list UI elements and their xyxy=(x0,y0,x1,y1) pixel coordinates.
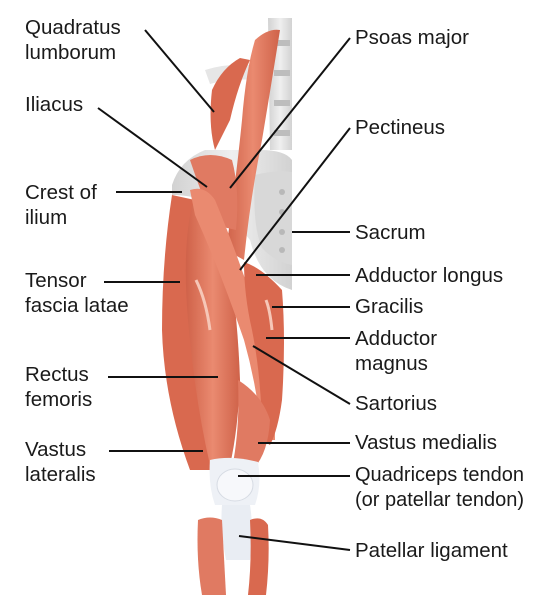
label-vastus-lateralis: Vastus lateralis xyxy=(25,438,96,486)
label-crest-of-ilium: Crest of ilium xyxy=(25,181,97,229)
label-adductor-longus: Adductor longus xyxy=(355,264,504,287)
label-sartorius: Sartorius xyxy=(355,392,438,415)
leader-patellar-ligament xyxy=(238,535,351,551)
patellar-ligament-shape xyxy=(221,505,252,560)
leader-lines xyxy=(97,29,351,551)
label-adductor-magnus: Adductor magnus xyxy=(355,327,438,375)
patella xyxy=(216,468,254,502)
label-patellar-ligament: Patellar ligament xyxy=(355,539,508,562)
label-gracilis: Gracilis xyxy=(355,295,424,318)
label-rectus-femoris: Rectus femoris xyxy=(25,363,93,411)
label-quadratus-lumborum: Quadratus lumborum xyxy=(25,16,121,64)
leader-sartorius xyxy=(252,345,351,405)
label-psoas-major: Psoas major xyxy=(355,26,469,49)
vastus-medialis-muscle xyxy=(232,380,270,470)
label-tensor-fascia-latae: Tensor fascia latae xyxy=(25,269,129,317)
label-vastus-medialis: Vastus medialis xyxy=(355,431,498,454)
leader-psoas-major xyxy=(229,37,351,189)
label-iliacus: Iliacus xyxy=(25,93,84,116)
quadratus-lumborum-muscle xyxy=(210,58,250,150)
sartorius-muscle xyxy=(190,188,275,440)
leader-pectineus xyxy=(239,127,351,271)
psoas-major-muscle xyxy=(226,29,280,260)
label-quadriceps-tendon: Quadriceps tendon (or patellar tendon) xyxy=(355,464,525,511)
knee-and-lower-leg xyxy=(197,457,269,595)
iliacus-muscle xyxy=(190,155,238,230)
leader-quadratus-lumborum xyxy=(144,29,215,113)
label-sacrum: Sacrum xyxy=(355,221,426,244)
label-pectineus: Pectineus xyxy=(355,116,446,139)
leader-iliacus xyxy=(97,107,208,188)
